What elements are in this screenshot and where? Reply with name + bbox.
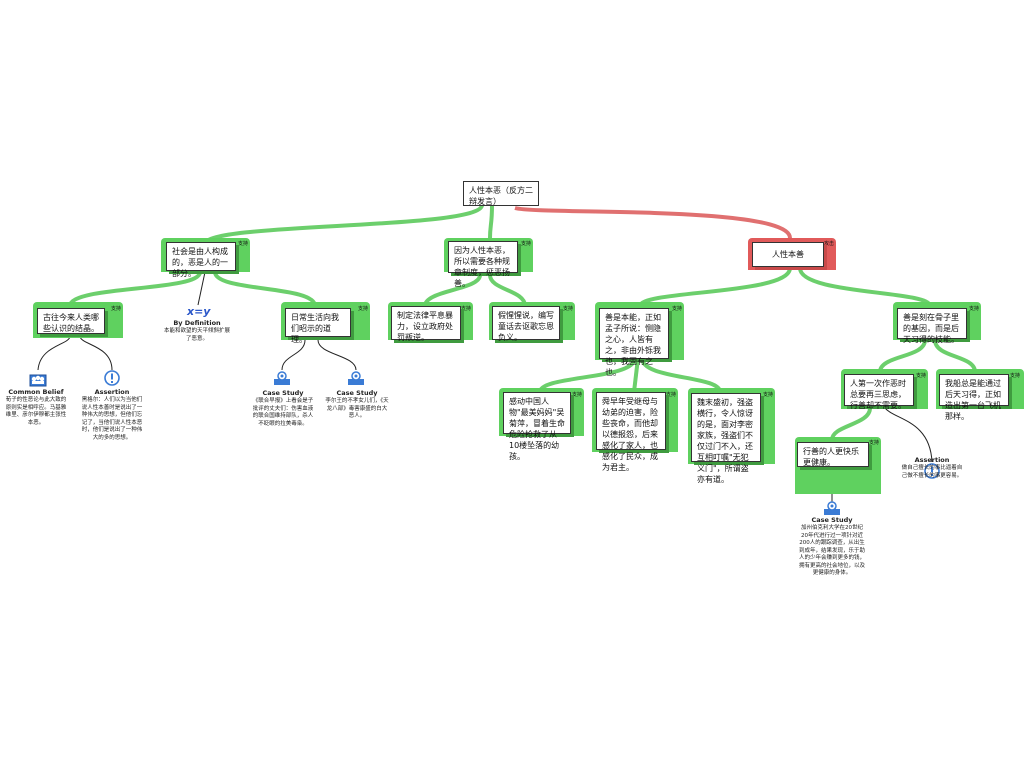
node-text: 假惺惺说，编写童话去讴歌忘恩负义。 (498, 311, 554, 342)
node-text: 我船总是能通过后天习得，正如造出第一台飞机那样。 (945, 379, 1001, 421)
link-n32-n321 (878, 339, 927, 373)
node-n13[interactable]: 日常生活向我们昭示的道理。 (285, 308, 351, 344)
link-n13-a5 (317, 339, 357, 371)
link-n11-a1 (37, 335, 71, 371)
node-n3211[interactable]: 行善的人更快乐更健康。 (797, 442, 869, 467)
link-n3-n32 (798, 267, 932, 308)
annotation-text: 加州伯克利大学在20世纪20年代进行过一项针对近200人的跟踪调查，从出生到成年… (799, 525, 866, 576)
annotation-text: 黑格尔：人们以为当他们说人性本善时是说出了一种伟大的思想，但他们忘记了，当他们说… (81, 397, 143, 441)
annotation-assertion: Assertion 做自己擅长的事比逼着自己做不擅长的事更容易。 (900, 456, 964, 480)
support-tag: 支持 (969, 306, 980, 312)
node-n31[interactable]: 善是本能，正如孟子所说：恻隐之心，人皆有之，非由外铄我也，我固有之也。 (599, 308, 669, 377)
exclamation-icon[interactable] (104, 370, 120, 386)
link-n1-n11 (68, 271, 202, 307)
node-n3[interactable]: 人性本善 (752, 242, 824, 267)
link-n1-def (197, 271, 206, 306)
annotation-title: Common Belief (8, 388, 64, 396)
annotation-title: By Definition (173, 319, 221, 327)
support-tag: 支持 (1010, 373, 1021, 379)
annotation-by-definition: By Definition 本能和欲望的天平倾斜扩展了恶意。 (164, 319, 230, 343)
link-n31-n311 (538, 357, 637, 393)
link-n13-a4 (281, 339, 306, 371)
annotation-text: 荀子的性恶论与此大致的原则实是相呼应。马基雅维里、彦尔伊穆都主张性本恶。 (5, 397, 67, 426)
node-text: 人性本善 (772, 250, 804, 259)
node-text: 舜早年受继母与幼弟的迫害，险些丧命，而他却以德报怨，后来感化了家人，也感化了民众… (602, 397, 658, 472)
support-tag: 支持 (672, 306, 683, 312)
node-n22[interactable]: 假惺惺说，编写童话去讴歌忘恩负义。 (492, 306, 560, 342)
case-study-icon[interactable] (273, 370, 291, 386)
support-tag: 支持 (869, 440, 880, 446)
link-n2-n21 (423, 274, 482, 307)
node-text: 因为人性本恶，所以需要各种规章制度，惩恶扬善。 (454, 246, 510, 288)
link-n31-n312 (632, 357, 640, 393)
support-tag: 支持 (572, 392, 583, 398)
support-tag: 支持 (763, 392, 774, 398)
annotation-title: Case Study (811, 516, 853, 524)
annotation-assertion: Assertion 黑格尔：人们以为当他们说人性本善时是说出了一种伟大的思想，但… (81, 388, 143, 442)
annotation-case-study: Case Study 加州伯克利大学在20世纪20年代进行过一项针对近200人的… (799, 516, 865, 578)
annotation-case-study: Case Study 李尔王的不孝女儿们，《天龙八部》毒害康盛的白大恶人。 (325, 389, 389, 421)
root-node[interactable]: 人性本恶（反方二辩发言） (463, 181, 539, 206)
annotation-text: 李尔王的不孝女儿们，《天龙八部》毒害康盛的白大恶人。 (325, 398, 389, 419)
node-n311[interactable]: 感动中国人物"最美妈妈"吴菊萍，冒着生命危险抢救了从10楼坠落的幼孩。 (503, 392, 571, 461)
node-text: 日常生活向我们昭示的道理。 (291, 313, 339, 344)
node-n312[interactable]: 舜早年受继母与幼弟的迫害，险些丧命，而他却以德报怨，后来感化了家人，也感化了民众… (596, 392, 666, 472)
node-n21[interactable]: 制定法律平息暴力，设立政府处罚叛逆。 (391, 306, 461, 342)
support-tag: 支持 (916, 373, 927, 379)
support-tag: 支持 (461, 306, 472, 312)
annotation-text: 本能和欲望的天平倾斜扩展了恶意。 (164, 328, 231, 342)
node-n11[interactable]: 古往今来人类哪些认识的结晶。 (37, 308, 105, 334)
link-n321-a7 (884, 407, 933, 463)
node-n32[interactable]: 善是刻在骨子里的基因，而是后天习得的技能。 (897, 308, 967, 344)
link-root-n2 (488, 204, 494, 239)
node-n321[interactable]: 人第一次作恶时总要再三思虑，行善却不需要。 (844, 374, 914, 410)
node-text: 古往今来人类哪些认识的结晶。 (43, 313, 99, 333)
case-study-icon[interactable] (823, 500, 841, 516)
annotation-title: Case Study (262, 389, 304, 397)
link-n11-a2 (79, 335, 113, 371)
node-n2[interactable]: 因为人性本恶，所以需要各种规章制度，惩恶扬善。 (448, 241, 518, 288)
link-root-n1 (203, 204, 484, 246)
link-n3-n31 (638, 267, 792, 308)
node-text: 人第一次作恶时总要再三思虑，行善却不需要。 (850, 379, 906, 410)
x-equals-y-icon[interactable]: x=y (187, 305, 211, 318)
node-text: 制定法律平息暴力，设立政府处罚叛逆。 (397, 311, 453, 342)
case-study-icon[interactable] (347, 370, 365, 386)
link-n32-n322 (933, 339, 977, 373)
support-tag: 支持 (111, 306, 122, 312)
support-tag: 支持 (521, 241, 532, 247)
exclamation-icon[interactable] (924, 463, 940, 479)
node-text: 社会是由人构成的，恶是人的一部分。 (172, 247, 228, 278)
link-root-n3 (514, 206, 792, 239)
link-n1-n13 (213, 271, 317, 307)
link-n321-n3211 (830, 407, 872, 441)
node-text: 行善的人更快乐更健康。 (803, 447, 859, 467)
common-belief-icon[interactable] (29, 371, 47, 387)
annotation-text: 《联合早报》上看会是子批评的丈夫们：伤害血液的联合国维持部队，杀人不眨眼的拉美毒… (252, 398, 314, 427)
annotation-common-belief: Common Belief 荀子的性恶论与此大致的原则实是相呼应。马基雅维里、彦… (4, 388, 68, 427)
root-text: 人性本恶（反方二辩发言） (469, 186, 533, 206)
node-n1[interactable]: 社会是由人构成的，恶是人的一部分。 (166, 242, 236, 278)
node-text: 感动中国人物"最美妈妈"吴菊萍，冒着生命危险抢救了从10楼坠落的幼孩。 (509, 397, 565, 461)
support-tag: 支持 (238, 241, 249, 247)
node-text: 善是本能，正如孟子所说：恻隐之心，人皆有之，非由外铄我也，我固有之也。 (605, 313, 661, 377)
annotation-title: Case Study (336, 389, 378, 397)
support-tag: 支持 (563, 306, 574, 312)
annotation-title: Assertion (914, 456, 950, 464)
annotation-title: Assertion (94, 388, 130, 396)
node-text: 魏末盛初，强盗横行，令人惊讶的是，面对李密家族，强盗们不仅过门不入，还互相叮嘱"… (697, 398, 753, 484)
support-tag: 支持 (358, 306, 369, 312)
node-n313[interactable]: 魏末盛初，强盗横行，令人惊讶的是，面对李密家族，强盗们不仅过门不入，还互相叮嘱"… (691, 393, 761, 484)
node-n322[interactable]: 我船总是能通过后天习得，正如造出第一台飞机那样。 (939, 374, 1009, 421)
annotation-text: 做自己擅长的事比逼着自己做不擅长的事更容易。 (901, 465, 963, 479)
link-n31-n313 (640, 357, 722, 393)
attack-tag: 攻击 (824, 241, 835, 247)
node-text: 善是刻在骨子里的基因，而是后天习得的技能。 (903, 313, 959, 344)
support-tag: 支持 (666, 392, 677, 398)
annotation-case-study: Case Study 《联合早报》上看会是子批评的丈夫们：伤害血液的联合国维持部… (251, 389, 315, 428)
